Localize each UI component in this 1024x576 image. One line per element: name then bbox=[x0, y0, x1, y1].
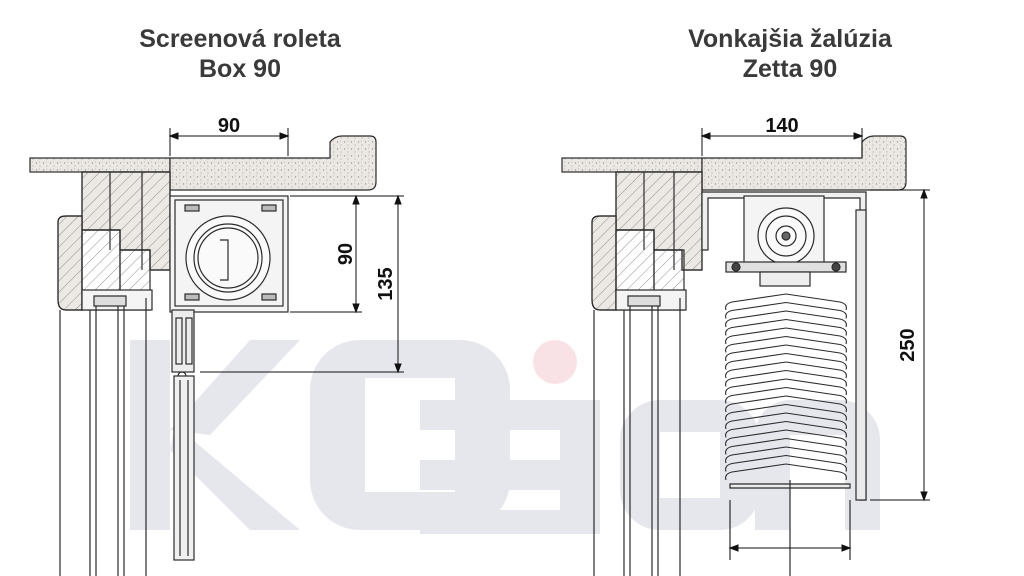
slat bbox=[725, 454, 847, 472]
slat bbox=[725, 327, 847, 345]
slat bbox=[725, 352, 847, 370]
right-slats bbox=[725, 293, 847, 481]
slat bbox=[725, 361, 847, 379]
slat bbox=[725, 420, 847, 438]
right-guide bbox=[855, 209, 867, 501]
left-dim-width: 90 bbox=[218, 115, 240, 137]
slat bbox=[725, 412, 847, 430]
left-wall-plaster bbox=[29, 157, 171, 173]
left-title-line2: Box 90 bbox=[199, 55, 281, 83]
slat bbox=[725, 335, 847, 353]
right-dim-width: 140 bbox=[765, 115, 798, 137]
slat bbox=[725, 293, 847, 311]
left-dimensions bbox=[168, 128, 404, 374]
slat bbox=[725, 318, 847, 336]
right-bottom-rail bbox=[729, 480, 851, 576]
left-dim-box-height: 90 bbox=[335, 243, 357, 265]
slat bbox=[725, 463, 847, 481]
slat bbox=[725, 429, 847, 447]
right-dim-height: 250 bbox=[897, 328, 919, 361]
slat bbox=[725, 301, 847, 319]
watermark-dot bbox=[533, 340, 577, 384]
right-title: Vonkajšia žalúzia Zetta 90 bbox=[630, 24, 950, 84]
slat bbox=[725, 446, 847, 464]
left-guide-rail bbox=[171, 309, 195, 373]
slat bbox=[725, 378, 847, 396]
left-section bbox=[29, 135, 377, 576]
left-title: Screenová roleta Box 90 bbox=[80, 24, 400, 84]
slat bbox=[725, 437, 847, 455]
left-screen-fabric bbox=[173, 375, 195, 561]
slat bbox=[725, 310, 847, 328]
right-lintel bbox=[701, 135, 907, 191]
right-title-line2: Zetta 90 bbox=[742, 55, 838, 83]
watermark bbox=[130, 340, 880, 534]
left-title-line1: Screenová roleta bbox=[139, 25, 341, 53]
slat bbox=[725, 344, 847, 362]
slat bbox=[725, 395, 847, 413]
right-dimensions bbox=[700, 128, 930, 552]
right-title-line1: Vonkajšia žalúzia bbox=[688, 25, 892, 53]
slat bbox=[725, 403, 847, 421]
left-lintel bbox=[169, 135, 377, 191]
slat bbox=[725, 369, 847, 387]
left-dim-total-height: 135 bbox=[375, 267, 397, 300]
slat bbox=[725, 386, 847, 404]
right-section bbox=[561, 135, 907, 576]
right-wall-plaster bbox=[561, 157, 703, 173]
